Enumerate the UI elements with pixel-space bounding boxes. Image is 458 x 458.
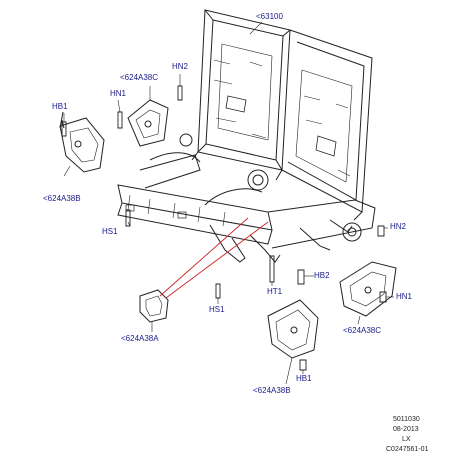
right-seat-back: [281, 29, 373, 221]
footer-ref: C0247561-01: [386, 446, 429, 453]
top-hinge-bracket: [127, 99, 169, 147]
label-hn2-top: HN2: [172, 62, 189, 71]
left-hinge-bracket: [59, 111, 105, 173]
label-hs1-left: HS1: [102, 227, 118, 236]
label-hn1-top: HN1: [110, 89, 127, 98]
label-624a38a: <624A38A: [121, 334, 159, 343]
label-624a38b-left: <624A38B: [43, 194, 81, 203]
bottom-hinge-bracket: [267, 299, 319, 359]
label-hb2: HB2: [314, 271, 330, 280]
label-624a38c-right: <624A38C: [343, 326, 382, 335]
label-63100: <63100: [256, 12, 283, 21]
label-hs1-center: HS1: [209, 305, 225, 314]
leader-lines: [63, 21, 394, 385]
footer-region: LX: [402, 436, 411, 443]
right-hinge-bracket: [339, 261, 397, 317]
label-hb1-bottom: HB1: [296, 374, 312, 383]
footer-code: 5011030: [393, 416, 420, 423]
label-ht1: HT1: [267, 287, 283, 296]
red-leader-lines: [159, 217, 269, 299]
striker-bracket: [139, 289, 169, 323]
label-624a38c-top: <624A38C: [120, 73, 159, 82]
footer-date: 08-2013: [393, 426, 419, 433]
label-624a38b-bottom: <624A38B: [253, 386, 291, 395]
label-hb1-left: HB1: [52, 102, 68, 111]
fasteners: [61, 85, 387, 371]
label-hn2-right: HN2: [390, 222, 407, 231]
left-seat-back: [191, 9, 291, 181]
label-hn1-right: HN1: [396, 292, 413, 301]
